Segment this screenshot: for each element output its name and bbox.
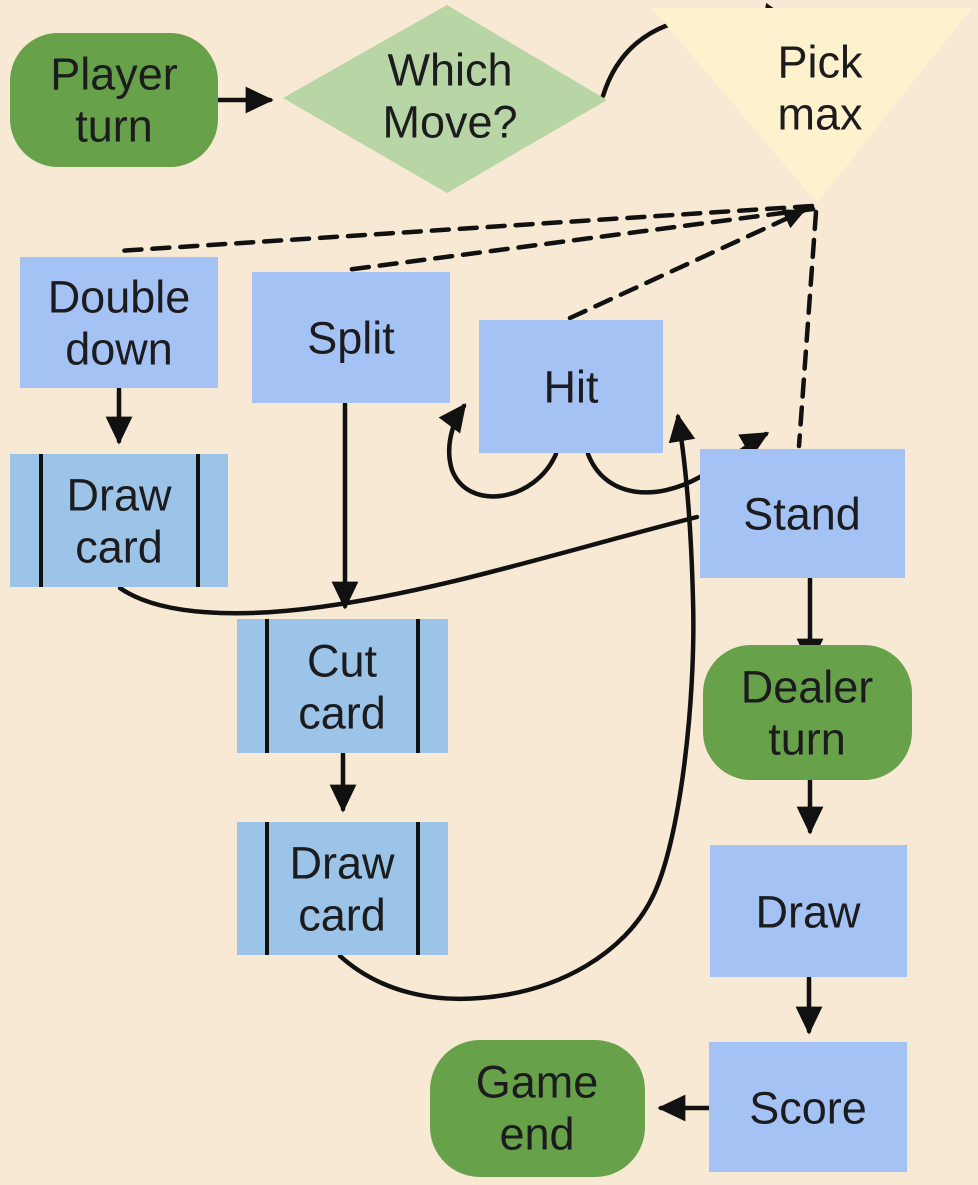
node-dealer-turn: Dealer turn [703, 645, 912, 780]
double-down-label-line2: down [65, 324, 173, 375]
edge-pick-max-to-double-down [115, 203, 815, 254]
node-game-end: Game end [430, 1040, 645, 1177]
dealer-turn-label-line2: turn [768, 714, 846, 765]
score-label: Score [749, 1083, 867, 1134]
node-dealer-draw: Draw [710, 845, 907, 977]
edge-hit-self-loop [438, 403, 559, 499]
edge-hit-to-pick-max [567, 208, 806, 321]
which-move-label-line1: Which [387, 45, 512, 96]
node-hit: Hit [479, 320, 663, 453]
player-turn-label-line1: Player [50, 49, 178, 100]
node-draw-card-after-double: Draw card [10, 454, 228, 587]
node-pick-max: Pick max [652, 8, 972, 203]
node-score: Score [709, 1042, 907, 1172]
pick-max-label-line1: Pick [777, 37, 863, 88]
dealer-turn-label-line1: Dealer [741, 662, 874, 713]
cut-card-label-line1: Cut [307, 636, 378, 687]
node-double-down: Double down [20, 257, 218, 388]
which-move-label-line2: Move? [382, 97, 517, 148]
stand-shape [700, 449, 905, 578]
draw-card-after-split-label-line1: Draw [289, 838, 395, 889]
draw-card-after-double-shape [10, 454, 228, 587]
pick-max-label-line2: max [777, 89, 863, 140]
node-which-move: Which Move? [283, 5, 607, 193]
draw-card-after-double-label-line1: Draw [66, 470, 172, 521]
player-turn-label-line2: turn [75, 101, 153, 152]
score-shape [709, 1042, 907, 1172]
draw-card-after-double-label-line2: card [75, 522, 163, 573]
node-player-turn: Player turn [10, 33, 218, 167]
player-turn-shape [10, 33, 218, 167]
stand-label: Stand [743, 489, 861, 540]
edge-pick-max-to-split [343, 206, 816, 273]
dealer-draw-label: Draw [755, 887, 861, 938]
draw-card-after-split-shape [237, 822, 448, 955]
node-split: Split [252, 272, 450, 403]
edge-pick-max-to-stand [796, 209, 819, 449]
game-end-label-line1: Game [476, 1057, 599, 1108]
double-down-shape [20, 257, 218, 388]
node-cut-card: Cut card [237, 619, 448, 753]
node-stand: Stand [700, 449, 905, 578]
edge-draw-card-to-stand [117, 514, 700, 616]
cut-card-shape [237, 619, 448, 753]
draw-card-after-split-label-line2: card [298, 890, 386, 941]
hit-label: Hit [544, 362, 599, 413]
which-move-shape [283, 5, 607, 193]
double-down-label-line1: Double [48, 272, 191, 323]
split-label: Split [307, 313, 395, 364]
edges-layer [105, 2, 824, 1122]
node-draw-card-after-split: Draw card [237, 822, 448, 955]
hit-shape [479, 320, 663, 453]
edge-hit-to-stand [585, 431, 770, 495]
game-end-shape [430, 1040, 645, 1177]
cut-card-label-line2: card [298, 688, 386, 739]
dealer-turn-shape [703, 645, 912, 780]
game-end-label-line2: end [499, 1109, 574, 1160]
dealer-draw-shape [710, 845, 907, 977]
split-shape [252, 272, 450, 403]
pick-max-shape [652, 8, 972, 203]
edge-draw-card-to-hit [337, 413, 696, 1002]
